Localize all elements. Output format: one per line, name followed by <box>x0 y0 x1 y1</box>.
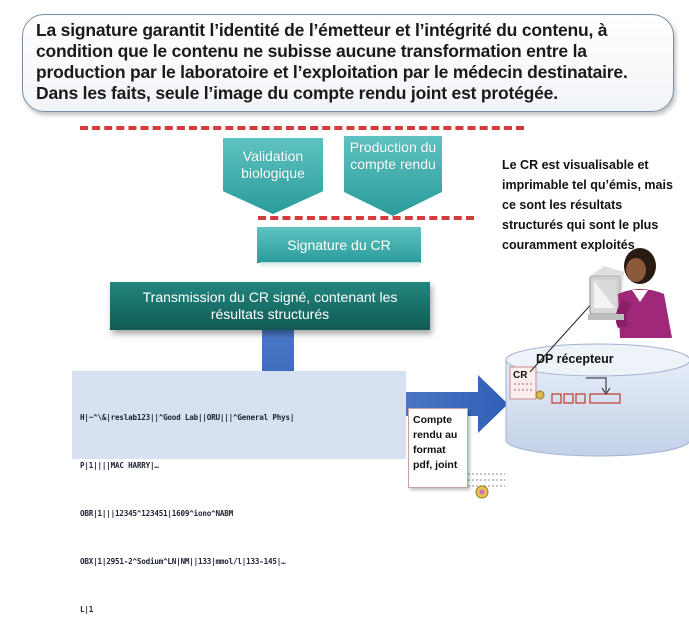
step-validation-label: Validation biologique <box>241 148 305 181</box>
hl7-line: OBX|1|2951-2^Sodium^LN|NM||133|mmol/l|13… <box>80 557 286 566</box>
hl7-line: H|~^\&|reslab123||^Good Lab||ORU|||^Gene… <box>80 413 295 422</box>
attachment-note-box <box>408 408 468 488</box>
step-transmission-label: Transmission du CR signé, contenant les … <box>142 289 398 322</box>
inner-arrow <box>586 377 607 392</box>
structured-result-boxes <box>551 393 621 404</box>
header-text: La signature garantit l’identité de l’ém… <box>36 20 628 103</box>
step-signature: Signature du CR <box>257 227 421 263</box>
person-at-computer-icon <box>588 248 672 338</box>
receiver-label: DP récepteur <box>536 352 614 366</box>
separator-middle <box>258 216 474 220</box>
seal-icon <box>475 485 489 499</box>
separator-top <box>80 126 524 130</box>
receiver-drum <box>505 343 689 457</box>
hl7-message: H|~^\&|reslab123||^Good Lab||ORU|||^Gene… <box>80 378 410 634</box>
hl7-line: L|1 <box>80 605 94 614</box>
cr-mini-document <box>509 366 545 400</box>
step-transmission: Transmission du CR signé, contenant les … <box>110 282 430 330</box>
hl7-line: OBR|1|||12345^123451|1609^iono^NABM <box>80 509 234 518</box>
right-note: Le CR est visualisable et imprimable tel… <box>502 158 673 252</box>
cr-label: CR <box>513 370 528 381</box>
hl7-line: P|1||||MAC HARRY|… <box>80 461 159 470</box>
header-callout <box>22 14 674 112</box>
hl7-message-panel <box>72 371 406 459</box>
step-production-label: Production du compte rendu <box>349 139 437 172</box>
attachment-note: Compte rendu au format pdf, joint <box>413 414 458 471</box>
signature-reflection <box>260 262 420 268</box>
